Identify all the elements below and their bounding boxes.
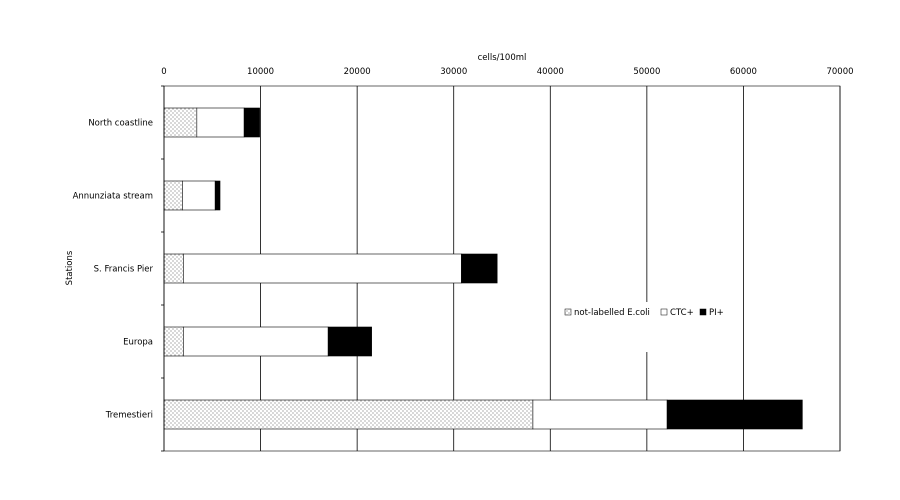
bar-segment — [461, 253, 498, 284]
x-tick-label: 10000 — [247, 67, 274, 77]
bar-segment — [182, 180, 216, 211]
y-category-label: Annunziata stream — [73, 192, 153, 202]
y-category-label: Europa — [123, 338, 153, 348]
legend-label-ctc: CTC+ — [670, 308, 694, 318]
bar-segment — [214, 180, 221, 211]
legend-label-pi: PI+ — [709, 308, 724, 318]
bar-segment — [163, 107, 198, 138]
legend: not-labelled E.coli CTC+ PI+ — [560, 302, 724, 352]
x-tick-label: 50000 — [633, 67, 660, 77]
bar-segment — [532, 399, 668, 430]
bar-segment — [243, 107, 260, 138]
x-axis-title: cells/100ml — [478, 53, 527, 63]
x-axis-tick-labels: 0 10000 20000 30000 40000 50000 60000 70000 — [161, 67, 853, 77]
bar-segment — [183, 253, 462, 284]
bar-segment — [163, 180, 183, 211]
x-tick-label: 20000 — [344, 67, 371, 77]
bar-segment — [163, 326, 184, 357]
legend-swatch-pi — [699, 308, 707, 316]
x-tick-label: 30000 — [440, 67, 467, 77]
bar-segment — [196, 107, 245, 138]
x-tick-label: 60000 — [730, 67, 757, 77]
bar-segment — [163, 399, 534, 430]
x-tick-label: 70000 — [826, 67, 853, 77]
legend-swatch-ctc — [660, 308, 668, 316]
y-category-label: S. Francis Pier — [94, 265, 154, 275]
y-category-label: Tremestieri — [105, 411, 153, 421]
x-tick-label: 40000 — [537, 67, 564, 77]
y-axis-ticks — [161, 85, 164, 452]
legend-swatch-not-labelled — [564, 308, 572, 316]
bar-segment — [666, 399, 803, 430]
y-category-label: North coastline — [88, 119, 153, 129]
bars — [163, 107, 803, 430]
gridlines — [260, 86, 841, 451]
legend-background — [560, 302, 710, 352]
bar-segment — [183, 326, 329, 357]
plot-area — [161, 85, 841, 452]
bar-segment — [163, 253, 184, 284]
legend-label-not-labelled: not-labelled E.coli — [574, 308, 650, 318]
y-axis-title: Stations — [65, 250, 75, 285]
bar-segment — [327, 326, 372, 357]
x-tick-label: 0 — [161, 67, 166, 77]
